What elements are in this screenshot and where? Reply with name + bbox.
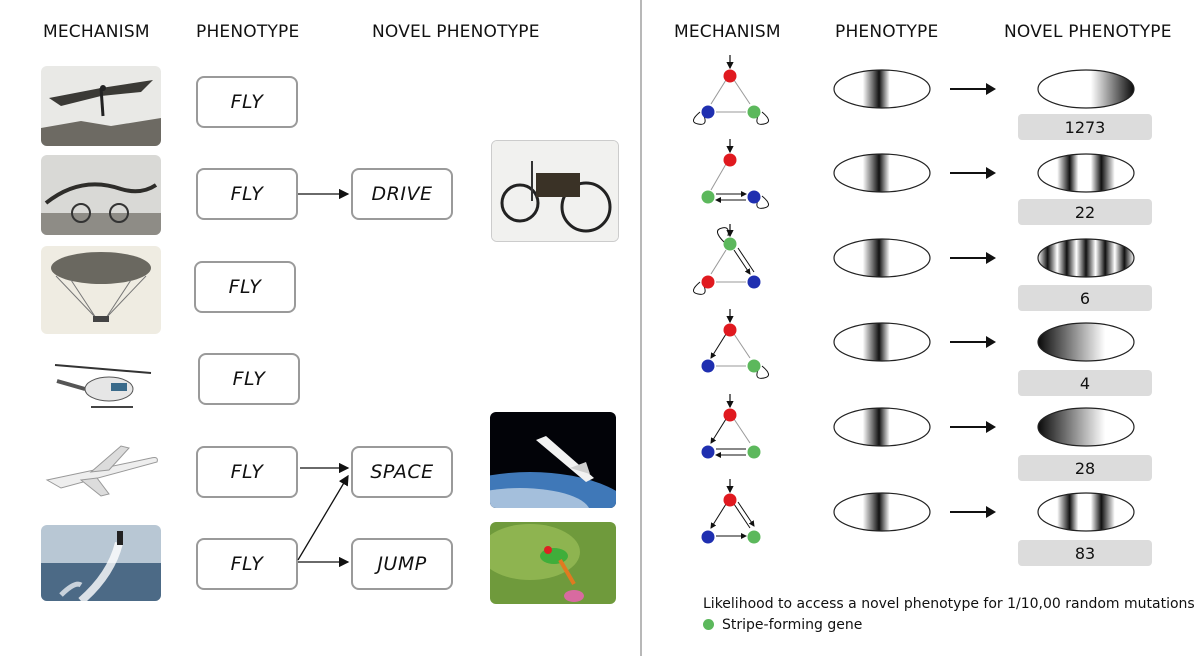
- novel-pattern-2: [1037, 153, 1135, 193]
- airship-photo: [41, 246, 161, 334]
- novel-pattern-3: [1037, 238, 1135, 278]
- count-box-2: 22: [1018, 199, 1152, 225]
- legend-green: Stripe-forming gene: [703, 617, 862, 633]
- green-node: [747, 105, 761, 119]
- tree-frog-photo: [490, 522, 616, 604]
- network-row-1: [693, 55, 769, 125]
- arrow-row-1: [950, 83, 996, 95]
- novel-pattern-1: [1037, 69, 1135, 109]
- count-box-5: 28: [1018, 455, 1152, 481]
- count-box-3: 6: [1018, 285, 1152, 311]
- phenotype-box-fly-2: FLY: [196, 168, 298, 220]
- arrow-row-5: [950, 421, 996, 433]
- right-novel-phenotype-header: NOVEL PHENOTYPE: [1004, 22, 1172, 42]
- phenotype-stripe-5: [833, 407, 931, 447]
- count-box-1: 1273: [1018, 114, 1152, 140]
- blue-node: [701, 105, 715, 119]
- count-box-4: 4: [1018, 370, 1152, 396]
- arrow-fly-to-space-diagonal: [297, 474, 349, 561]
- likelihood-caption: Likelihood to access a novel phenotype f…: [703, 596, 1195, 612]
- left-arrows: [297, 188, 350, 568]
- left-mechanism-header: MECHANISM: [43, 22, 150, 42]
- jet-airliner-photo: [41, 440, 161, 502]
- network-row-5: [701, 394, 761, 459]
- arrow-row-4: [950, 336, 996, 348]
- left-novel-phenotype-header: NOVEL PHENOTYPE: [372, 22, 540, 42]
- novel-pattern-6: [1037, 492, 1135, 532]
- phenotype-stripe-4: [833, 322, 931, 362]
- count-box-6: 83: [1018, 540, 1152, 566]
- arrow-row-6: [950, 506, 996, 518]
- network-row-3: [693, 224, 761, 295]
- green-dot-icon: [703, 619, 714, 630]
- phenotype-box-fly-1: FLY: [196, 76, 298, 128]
- novel-box-jump: JUMP: [351, 538, 453, 590]
- novel-box-drive: DRIVE: [351, 168, 453, 220]
- helicopter-photo: [41, 351, 161, 417]
- phenotype-stripe-2: [833, 153, 931, 193]
- red-node: [723, 69, 737, 83]
- phenotype-stripe-6: [833, 492, 931, 532]
- novel-box-space: SPACE: [351, 446, 453, 498]
- early-airplane-photo: [41, 155, 161, 235]
- arrow-row-2: [950, 167, 996, 179]
- phenotype-box-fly-4: FLY: [198, 353, 300, 405]
- space-shuttle-photo: [490, 412, 616, 508]
- flyboard-photo: [41, 525, 161, 601]
- novel-pattern-5: [1037, 407, 1135, 447]
- left-phenotype-header: PHENOTYPE: [196, 22, 300, 42]
- panel-divider: [640, 0, 642, 656]
- phenotype-stripe-3: [833, 238, 931, 278]
- phenotype-stripe-1: [833, 69, 931, 109]
- network-row-2: [701, 139, 769, 209]
- glider-photo: [41, 66, 161, 146]
- novel-pattern-4: [1037, 322, 1135, 362]
- motorwagen-photo: [491, 140, 619, 242]
- network-row-6: [701, 479, 761, 544]
- phenotype-box-fly-3: FLY: [194, 261, 296, 313]
- arrow-row-3: [950, 252, 996, 264]
- right-mechanism-header: MECHANISM: [674, 22, 781, 42]
- right-phenotype-header: PHENOTYPE: [835, 22, 939, 42]
- legend-green-label: Stripe-forming gene: [722, 617, 863, 633]
- phenotype-box-fly-5: FLY: [196, 446, 298, 498]
- phenotype-box-fly-6: FLY: [196, 538, 298, 590]
- network-row-4: [701, 309, 769, 379]
